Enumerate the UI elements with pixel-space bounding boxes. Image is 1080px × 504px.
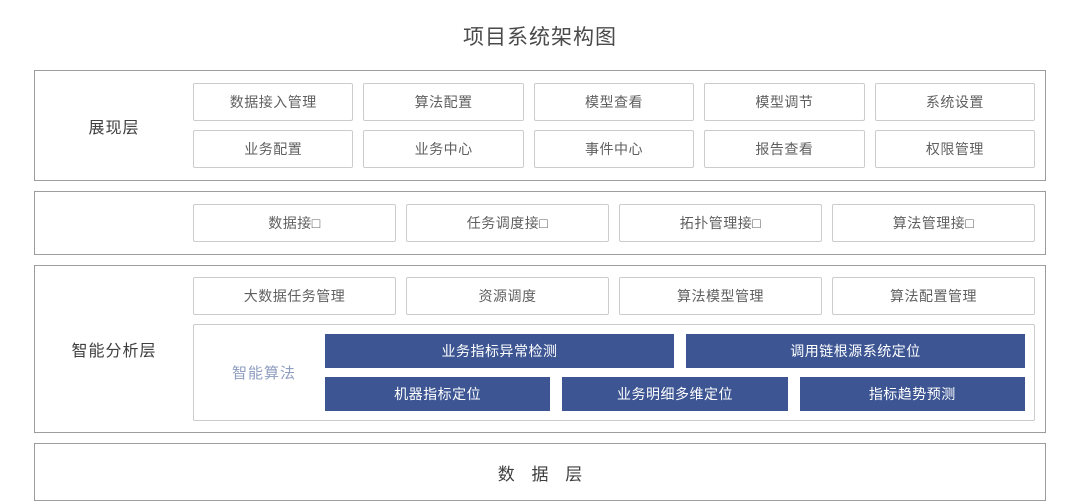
module-data-interface[interactable]: 数据接□ xyxy=(193,204,396,242)
module-task-scheduling-interface[interactable]: 任务调度接□ xyxy=(406,204,609,242)
presentation-row-1: 数据接入管理 算法配置 模型查看 模型调节 系统设置 xyxy=(193,83,1036,121)
layer-interface: 数据接□ 任务调度接□ 拓扑管理接□ 算法管理接□ xyxy=(34,191,1046,255)
algorithm-panel-label: 智能算法 xyxy=(231,365,296,382)
module-report-view[interactable]: 报告查看 xyxy=(704,130,865,168)
layer-presentation-label: 展现层 xyxy=(88,119,140,137)
algorithm-row-2: 机器指标定位 业务明细多维定位 指标趋势预测 xyxy=(325,377,1025,411)
layer-presentation: 展现层 数据接入管理 算法配置 模型查看 模型调节 系统设置 业务配置 业务中心… xyxy=(34,70,1046,181)
interface-row-1: 数据接□ 任务调度接□ 拓扑管理接□ 算法管理接□ xyxy=(193,204,1035,242)
algo-machine-metric-locating[interactable]: 机器指标定位 xyxy=(325,377,551,411)
module-topology-management-interface[interactable]: 拓扑管理接□ xyxy=(619,204,822,242)
module-data-access-management[interactable]: 数据接入管理 xyxy=(193,83,354,121)
layer-stack: 展现层 数据接入管理 算法配置 模型查看 模型调节 系统设置 业务配置 业务中心… xyxy=(34,48,1046,501)
layer-analysis-body: 大数据任务管理 资源调度 算法模型管理 算法配置管理 智能算法 业务指标异常检测… xyxy=(193,266,1045,432)
module-permission-management[interactable]: 权限管理 xyxy=(874,130,1036,168)
module-model-view[interactable]: 模型查看 xyxy=(533,83,695,121)
module-business-center[interactable]: 业务中心 xyxy=(363,130,524,168)
algo-metric-trend-forecasting[interactable]: 指标趋势预测 xyxy=(799,377,1025,411)
module-resource-scheduling[interactable]: 资源调度 xyxy=(406,277,609,315)
module-algorithm-model-management[interactable]: 算法模型管理 xyxy=(619,277,822,315)
layer-interface-body: 数据接□ 任务调度接□ 拓扑管理接□ 算法管理接□ xyxy=(193,192,1045,254)
layer-analysis-label: 智能分析层 xyxy=(71,343,157,360)
module-algorithm-configuration[interactable]: 算法配置 xyxy=(363,83,524,121)
algo-business-metric-anomaly-detection[interactable]: 业务指标异常检测 xyxy=(325,334,675,368)
module-model-tuning[interactable]: 模型调节 xyxy=(704,83,865,121)
algo-trace-root-cause-system-locating[interactable]: 调用链根源系统定位 xyxy=(686,334,1025,368)
layer-data: 数 据 层 xyxy=(34,443,1046,501)
module-system-settings[interactable]: 系统设置 xyxy=(874,83,1036,121)
algorithm-grid: 业务指标异常检测 调用链根源系统定位 机器指标定位 业务明细多维定位 指标趋势预… xyxy=(325,334,1025,411)
module-algorithm-config-management[interactable]: 算法配置管理 xyxy=(832,277,1035,315)
layer-data-label: 数 据 层 xyxy=(497,464,589,484)
page-title: 项目系统架构图 xyxy=(463,26,617,49)
layer-presentation-body: 数据接入管理 算法配置 模型查看 模型调节 系统设置 业务配置 业务中心 事件中… xyxy=(193,71,1045,180)
algorithm-row-1: 业务指标异常检测 调用链根源系统定位 xyxy=(325,334,1025,368)
analysis-row-1: 大数据任务管理 资源调度 算法模型管理 算法配置管理 xyxy=(193,277,1035,315)
module-event-center[interactable]: 事件中心 xyxy=(533,130,695,168)
module-bigdata-task-management[interactable]: 大数据任务管理 xyxy=(193,277,396,315)
algorithm-panel: 智能算法 业务指标异常检测 调用链根源系统定位 机器指标定位 业务明细多维定位 … xyxy=(193,324,1035,421)
module-algorithm-management-interface[interactable]: 算法管理接□ xyxy=(832,204,1035,242)
module-business-configuration[interactable]: 业务配置 xyxy=(193,130,354,168)
layer-interface-label xyxy=(35,192,193,254)
algo-business-detail-multidimensional-locating[interactable]: 业务明细多维定位 xyxy=(562,377,788,411)
presentation-row-2: 业务配置 业务中心 事件中心 报告查看 权限管理 xyxy=(193,130,1036,168)
layer-analysis: 智能分析层 大数据任务管理 资源调度 算法模型管理 算法配置管理 智能算法 业务… xyxy=(34,265,1046,433)
